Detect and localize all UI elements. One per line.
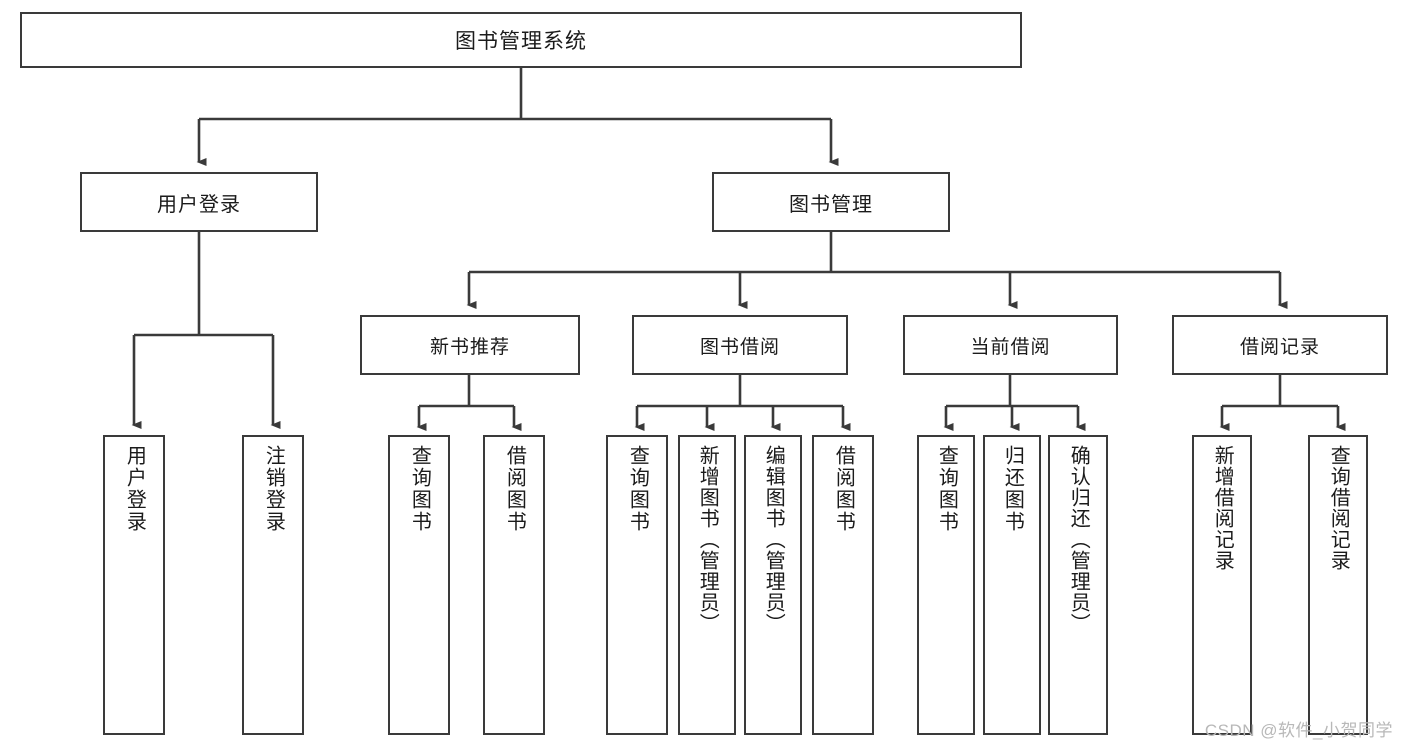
node-leaf-edit-book-admin-label: 编辑图书（管理员） [762, 445, 785, 634]
node-leaf-add-borrow-record[interactable]: 新增借阅记录 [1192, 435, 1252, 735]
node-leaf-query-book-3-label: 查询图书 [935, 445, 958, 533]
node-leaf-query-book-1[interactable]: 查询图书 [388, 435, 450, 735]
node-current-borrow-label: 当前借阅 [970, 336, 1051, 358]
node-new-book-recommend[interactable]: 新书推荐 [360, 315, 580, 375]
node-leaf-borrow-book-1[interactable]: 借阅图书 [483, 435, 545, 735]
node-book-management-label: 图书管理 [789, 193, 873, 216]
node-leaf-query-borrow-record-label: 查询借阅记录 [1327, 445, 1350, 571]
node-leaf-query-book-2-label: 查询图书 [626, 445, 649, 533]
node-book-borrow[interactable]: 图书借阅 [632, 315, 848, 375]
node-borrow-record[interactable]: 借阅记录 [1172, 315, 1388, 375]
node-leaf-borrow-book-2-label: 借阅图书 [832, 445, 855, 533]
node-leaf-add-book-admin-label: 新增图书（管理员） [696, 445, 719, 634]
node-leaf-add-book-admin[interactable]: 新增图书（管理员） [678, 435, 736, 735]
node-leaf-user-login-label: 用户登录 [123, 445, 146, 533]
node-leaf-borrow-book-2[interactable]: 借阅图书 [812, 435, 874, 735]
node-user-login[interactable]: 用户登录 [80, 172, 318, 232]
node-leaf-logout-login[interactable]: 注销登录 [242, 435, 304, 735]
node-root-label: 图书管理系统 [455, 30, 587, 53]
node-leaf-return-book[interactable]: 归还图书 [983, 435, 1041, 735]
node-leaf-add-borrow-record-label: 新增借阅记录 [1211, 445, 1234, 571]
node-leaf-confirm-return-admin-label: 确认归还（管理员） [1067, 445, 1090, 634]
node-leaf-confirm-return-admin[interactable]: 确认归还（管理员） [1048, 435, 1108, 735]
node-leaf-user-login[interactable]: 用户登录 [103, 435, 165, 735]
node-leaf-edit-book-admin[interactable]: 编辑图书（管理员） [744, 435, 802, 735]
csdn-watermark: CSDN @软件_小贺同学 [1204, 721, 1393, 740]
node-leaf-return-book-label: 归还图书 [1001, 445, 1024, 533]
node-leaf-borrow-book-1-label: 借阅图书 [503, 445, 526, 533]
node-leaf-query-borrow-record[interactable]: 查询借阅记录 [1308, 435, 1368, 735]
node-leaf-query-book-1-label: 查询图书 [408, 445, 431, 533]
node-borrow-record-label: 借阅记录 [1239, 336, 1320, 358]
node-leaf-query-book-2[interactable]: 查询图书 [606, 435, 668, 735]
node-leaf-logout-login-label: 注销登录 [262, 445, 285, 533]
node-user-login-label: 用户登录 [157, 193, 241, 216]
node-current-borrow[interactable]: 当前借阅 [903, 315, 1118, 375]
node-book-management[interactable]: 图书管理 [712, 172, 950, 232]
node-leaf-query-book-3[interactable]: 查询图书 [917, 435, 975, 735]
node-book-borrow-label: 图书借阅 [699, 336, 780, 358]
node-root[interactable]: 图书管理系统 [20, 12, 1022, 68]
node-new-book-recommend-label: 新书推荐 [429, 336, 510, 358]
